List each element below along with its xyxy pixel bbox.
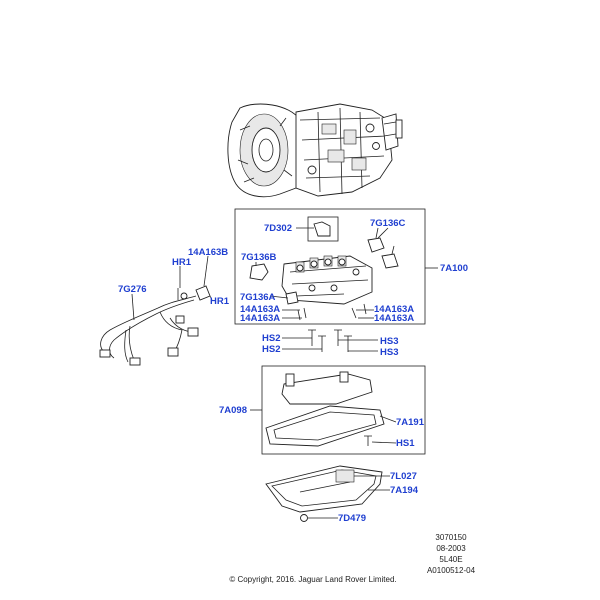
callout-HS3-2[interactable]: HS3 [380, 347, 398, 358]
leader-lines [131, 227, 438, 519]
filter-gasket-group [261, 365, 426, 455]
callout-7A098[interactable]: 7A098 [219, 405, 247, 416]
copyright-notice: © Copyright, 2016. Jaguar Land Rover Lim… [229, 575, 397, 584]
transmission-illustration [227, 103, 403, 198]
callout-14A163A-right-1[interactable]: 14A163A [374, 304, 414, 315]
callout-HS1[interactable]: HS1 [396, 438, 415, 449]
callout-7D302[interactable]: 7D302 [264, 223, 292, 234]
callout-7A100[interactable]: 7A100 [440, 263, 468, 274]
callout-7G276[interactable]: 7G276 [118, 284, 147, 295]
callout-7G136B[interactable]: 7G136B [241, 252, 277, 263]
diagram-reference: A0100512-04 [426, 566, 476, 575]
callout-HS3-1[interactable]: HS3 [380, 336, 398, 347]
callout-7G136C[interactable]: 7G136C [370, 218, 406, 229]
callout-14A163A-left-1[interactable]: 14A163A [240, 304, 280, 315]
callout-HS2-2[interactable]: HS2 [262, 344, 280, 355]
callout-HR1-top[interactable]: HR1 [172, 257, 192, 268]
diagram-model: 5L40E [439, 555, 463, 564]
callout-14A163A-right-2[interactable]: 14A163A [374, 313, 414, 324]
callout-7D479[interactable]: 7D479 [338, 513, 366, 524]
callout-7G136A[interactable]: 7G136A [240, 292, 276, 303]
diagram-code: 3070150 [435, 533, 467, 542]
callout-HR1-right[interactable]: HR1 [210, 296, 230, 307]
callout-labels: 7D302 7G136C 7G136B 7A100 14A163B HR1 HR… [118, 218, 468, 524]
oil-pan-illustration [265, 465, 383, 522]
diagram-date: 08-2003 [436, 544, 466, 553]
callout-7A194[interactable]: 7A194 [390, 485, 419, 496]
callout-14A163A-left-2[interactable]: 14A163A [240, 313, 280, 324]
callout-7L027[interactable]: 7L027 [390, 471, 417, 482]
valve-body-group [234, 208, 426, 325]
callout-HS2-1[interactable]: HS2 [262, 333, 280, 344]
wiring-harness-illustration [99, 285, 211, 366]
callout-14A163B[interactable]: 14A163B [188, 247, 228, 258]
callout-7A191[interactable]: 7A191 [396, 417, 425, 428]
